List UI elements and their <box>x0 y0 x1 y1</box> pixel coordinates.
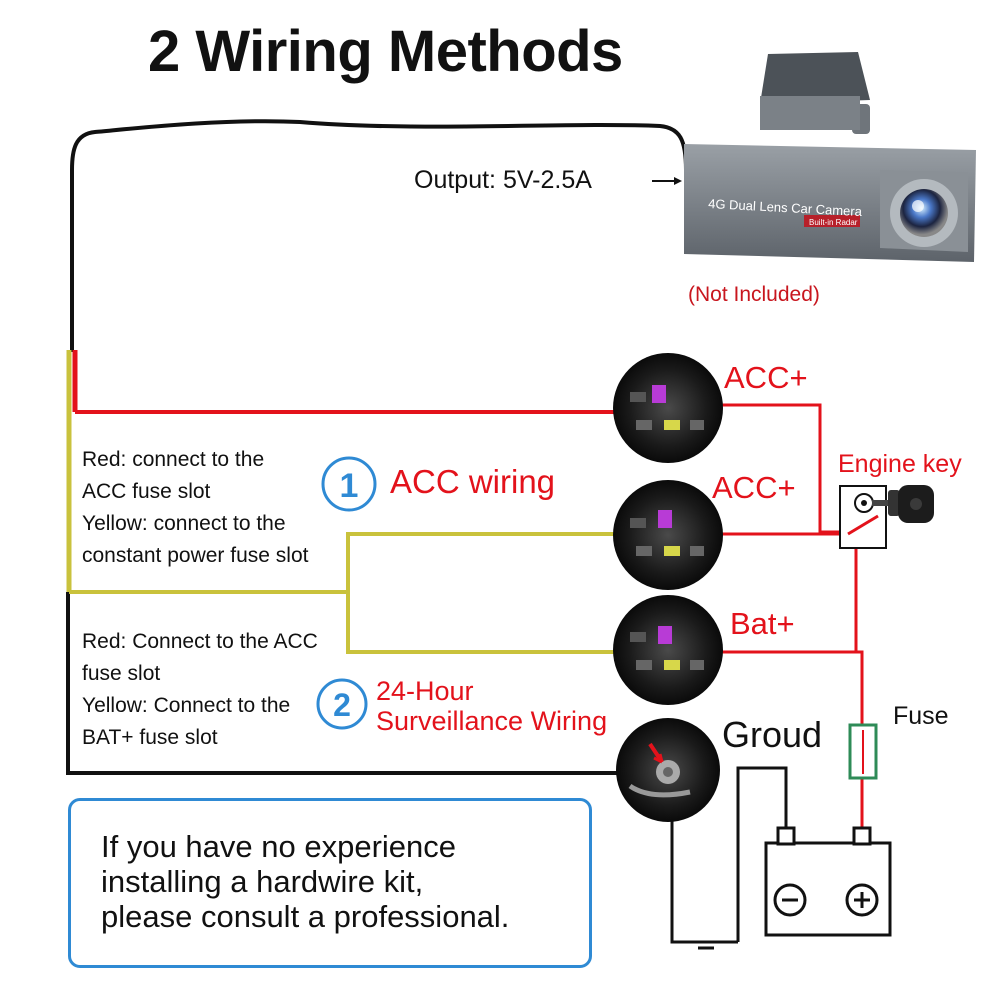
method-2-line: fuse slot <box>82 662 161 685</box>
ground-bolt-photo <box>616 718 720 822</box>
method-1-line: ACC fuse slot <box>82 480 211 503</box>
warning-line: installing a hardwire kit, <box>101 864 424 899</box>
dashcam-image: 4G Dual Lens Car Camera Built-in Radar <box>684 52 976 262</box>
black-power-cable <box>70 119 688 352</box>
engine-key-switch <box>839 485 887 549</box>
bat-plus-label: Bat+ <box>730 606 795 641</box>
battery-icon <box>764 826 892 937</box>
method-1-line: Yellow: connect to the <box>82 512 286 535</box>
surveillance-label-line-2: Surveillance Wiring <box>376 706 608 736</box>
output-label: Output: 5V-2.5A <box>414 166 592 194</box>
method-1-description: Red: connect to the ACC fuse slot Yellow… <box>82 444 308 572</box>
method-1-badge: 1 <box>321 456 377 512</box>
car-key-icon <box>872 485 934 523</box>
fuse-label: Fuse <box>893 702 949 730</box>
camera-badge-text: Built-in Radar <box>809 218 858 227</box>
fuse-icon <box>848 723 878 780</box>
acc-plus-label-2: ACC+ <box>712 470 796 505</box>
surveillance-label-line-1: 24-Hour <box>376 676 474 706</box>
method-2-line: Red: Connect to the ACC <box>82 630 318 653</box>
method-1-line: Red: connect to the <box>82 448 265 471</box>
warning-line: If you have no experience <box>101 829 457 864</box>
method-2-description: Red: Connect to the ACC fuse slot Yellow… <box>82 626 318 754</box>
red-wire-engine-circuit <box>714 403 864 828</box>
ground-label: Groud <box>722 714 823 755</box>
page-title: 2 Wiring Methods <box>148 19 623 84</box>
method-2-line: BAT+ fuse slot <box>82 726 218 749</box>
warning-box: If you have no experience installing a h… <box>68 798 592 968</box>
acc-wiring-label: ACC wiring <box>390 463 556 500</box>
method-2-number: 2 <box>333 687 351 723</box>
not-included-note: (Not Included) <box>688 283 820 306</box>
output-arrow-icon <box>652 177 682 185</box>
warning-text: If you have no experience installing a h… <box>101 829 509 934</box>
acc-plus-label-1: ACC+ <box>724 360 808 395</box>
method-1-line: constant power fuse slot <box>82 544 309 567</box>
method-2-line: Yellow: Connect to the <box>82 694 291 717</box>
yellow-wire-split <box>69 532 620 654</box>
warning-line: please consult a professional. <box>101 899 510 934</box>
fuse-box-photo-acc-2 <box>613 480 723 590</box>
fuse-box-photo-acc-1 <box>613 353 723 463</box>
method-2-badge: 2 <box>316 678 368 730</box>
fuse-box-photo-bat <box>613 595 723 705</box>
ground-wire <box>670 766 788 950</box>
method-1-number: 1 <box>340 467 359 505</box>
engine-key-label: Engine key <box>838 450 962 478</box>
